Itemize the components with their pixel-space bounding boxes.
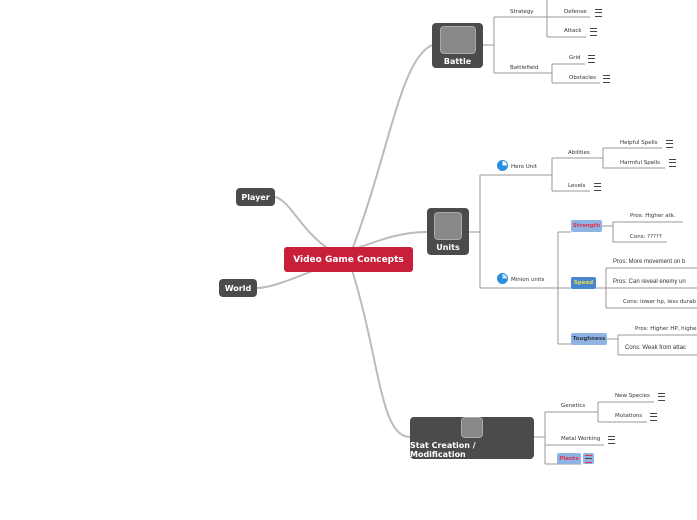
subtopic-attack[interactable]: Attack [564,28,582,34]
subtopic-abilities[interactable]: Abilities [568,150,590,156]
subtopic-hero-unit[interactable]: Hero Unit [511,164,537,170]
subtopic-new-species[interactable]: New Species [615,393,650,399]
subtopic-mutations[interactable]: Mutations [615,413,643,419]
notes-glyph-icon [585,454,592,463]
tag-strength[interactable]: Strength [571,220,602,232]
toughness-pros[interactable]: Pros: Higher HP, highe [635,326,697,332]
notes-icon[interactable] [603,75,610,83]
topic-label: Stat Creation / Modification [410,441,476,459]
tag-speed[interactable]: Speed [571,277,596,289]
notes-icon[interactable] [590,28,597,36]
image-placeholder-icon [439,25,476,54]
notes-icon[interactable] [583,453,594,464]
subtopic-grid[interactable]: Grid [569,55,581,61]
subtopic-harmful-spells[interactable]: Harmful Spells [620,160,661,166]
notes-icon[interactable] [658,393,665,401]
tag-plants[interactable]: Plants [557,453,581,464]
subtopic-obstacles[interactable]: Obstacles [569,75,597,81]
subtopic-strategy[interactable]: Strategy [510,9,534,15]
subtopic-metal-working[interactable]: Metal Working [561,436,601,442]
speed-pros-2[interactable]: Pros: Can reveal enemy un [613,279,686,285]
progress-pie-icon [497,160,508,171]
topic-units[interactable]: Units [427,208,469,255]
subtopic-helpful-spells[interactable]: Helpful Spells [620,140,658,146]
subtopic-genetics[interactable]: Genetics [561,403,586,409]
toughness-cons[interactable]: Cons: Weak from attac [625,345,686,351]
notes-icon[interactable] [666,140,673,148]
notes-icon[interactable] [594,183,601,191]
topic-world[interactable]: World [219,279,257,297]
tag-toughness[interactable]: Toughness [571,333,607,345]
topic-player[interactable]: Player [236,188,275,206]
topic-battle[interactable]: Battle [432,23,483,68]
topic-label: Battle [443,56,472,66]
speed-pros-1[interactable]: Pros: More movement on b [613,259,686,265]
strength-pros[interactable]: Pros: Higher atk. [630,213,676,219]
notes-icon[interactable] [669,159,676,167]
topic-label: Units [436,242,460,252]
speed-cons[interactable]: Cons: lower hp, less durab [623,299,696,305]
notes-icon[interactable] [608,436,615,444]
subtopic-minion-units[interactable]: Minion units [511,277,545,283]
image-placeholder-icon [461,417,483,438]
progress-pie-icon [497,273,508,284]
notes-icon[interactable] [588,55,595,63]
topic-stat-creation[interactable]: Stat Creation / Modification [410,417,534,459]
subtopic-battlefield[interactable]: Battlefield [510,65,539,71]
subtopic-defense[interactable]: Defense [564,9,587,15]
notes-icon[interactable] [650,413,657,421]
subtopic-levels[interactable]: Levels [568,183,586,189]
central-topic[interactable]: Video Game Concepts [284,247,413,272]
strength-cons[interactable]: Cons: ????? [630,234,662,240]
notes-icon[interactable] [595,9,602,17]
image-placeholder-icon [434,211,462,240]
